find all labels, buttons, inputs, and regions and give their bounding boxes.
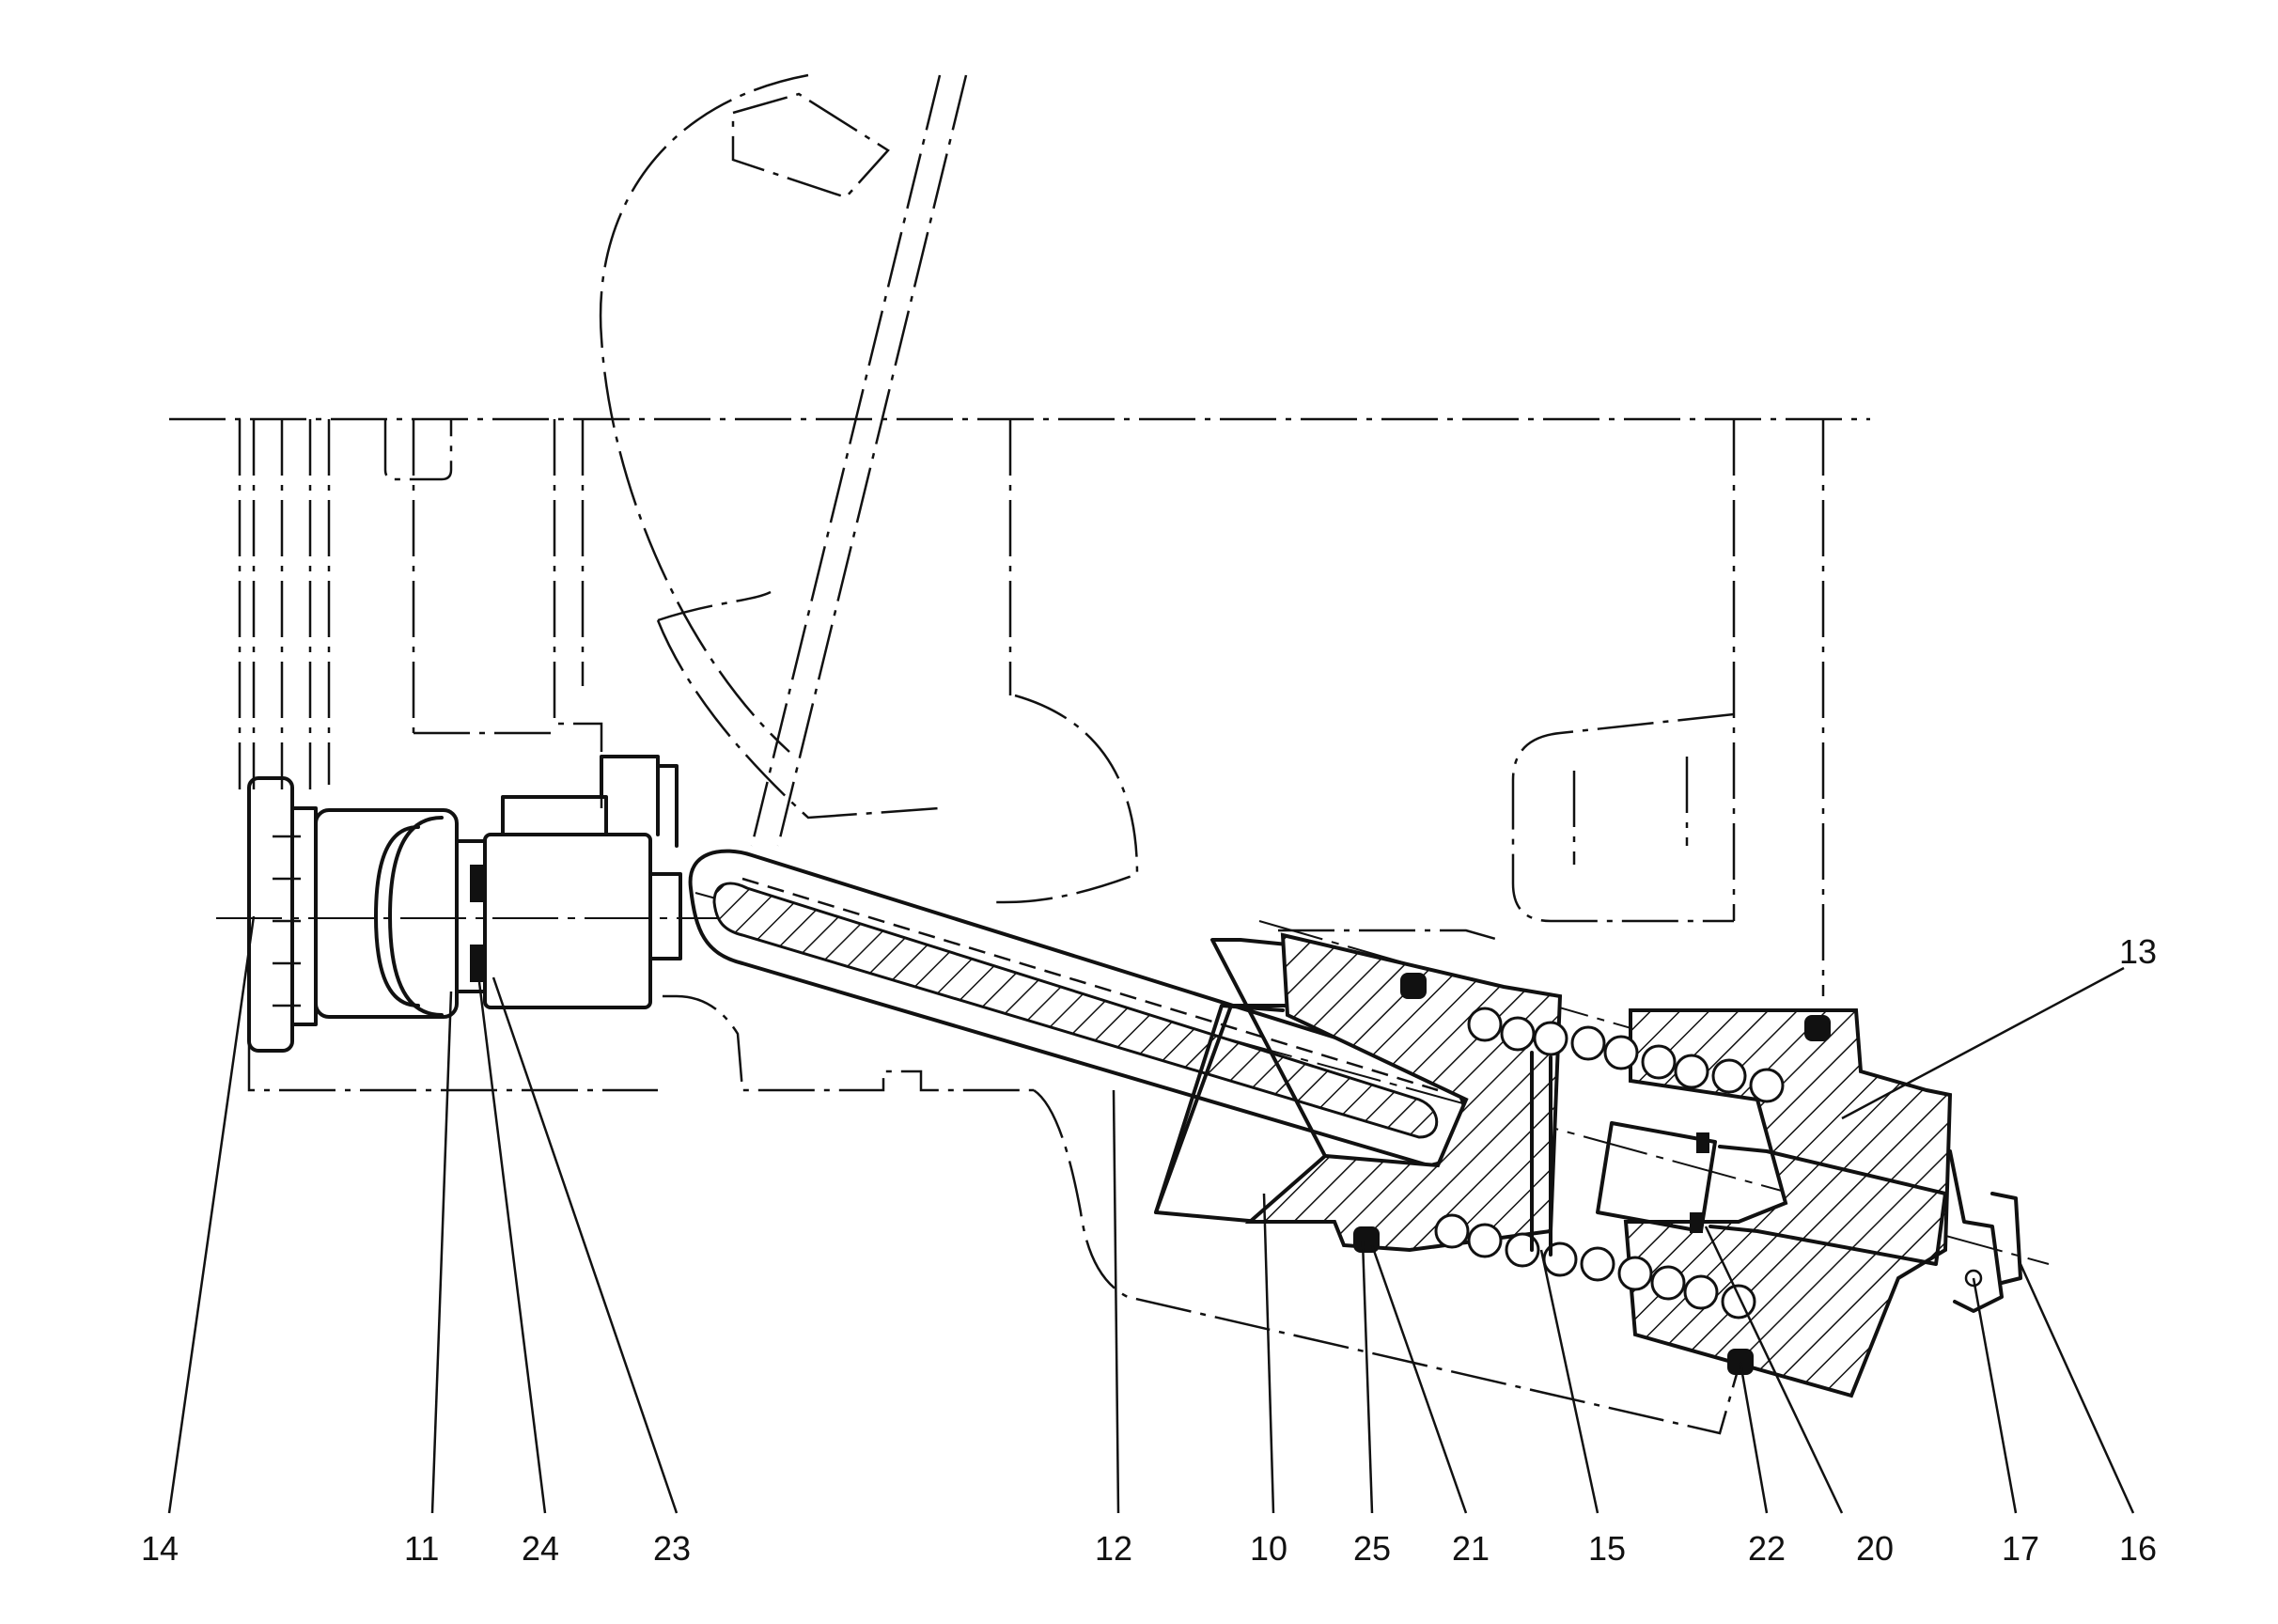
spring-15 — [1434, 1007, 1785, 1320]
push-rod-12 — [688, 849, 1468, 1167]
label-10: 10 — [1250, 1529, 1287, 1568]
label-22: 22 — [1748, 1529, 1786, 1568]
reference-labels: 14 11 24 23 12 10 25 21 15 22 20 17 16 1… — [141, 932, 2157, 1568]
end-cap-14 — [247, 776, 318, 1053]
label-17: 17 — [2002, 1529, 2039, 1568]
phantom-structure — [169, 73, 1870, 1435]
label-12: 12 — [1095, 1529, 1132, 1568]
plunger-and-shaft — [1596, 1121, 2022, 1313]
label-25: 25 — [1353, 1529, 1391, 1568]
label-24: 24 — [522, 1529, 559, 1568]
label-21: 21 — [1452, 1529, 1490, 1568]
label-14: 14 — [141, 1529, 179, 1568]
piston-assembly — [314, 755, 682, 1019]
label-13: 13 — [2119, 932, 2157, 971]
label-16: 16 — [2119, 1529, 2157, 1568]
label-23: 23 — [653, 1529, 691, 1568]
leader-lines — [167, 915, 2135, 1514]
label-15: 15 — [1588, 1529, 1626, 1568]
label-20: 20 — [1856, 1529, 1894, 1568]
label-11: 11 — [404, 1529, 439, 1568]
